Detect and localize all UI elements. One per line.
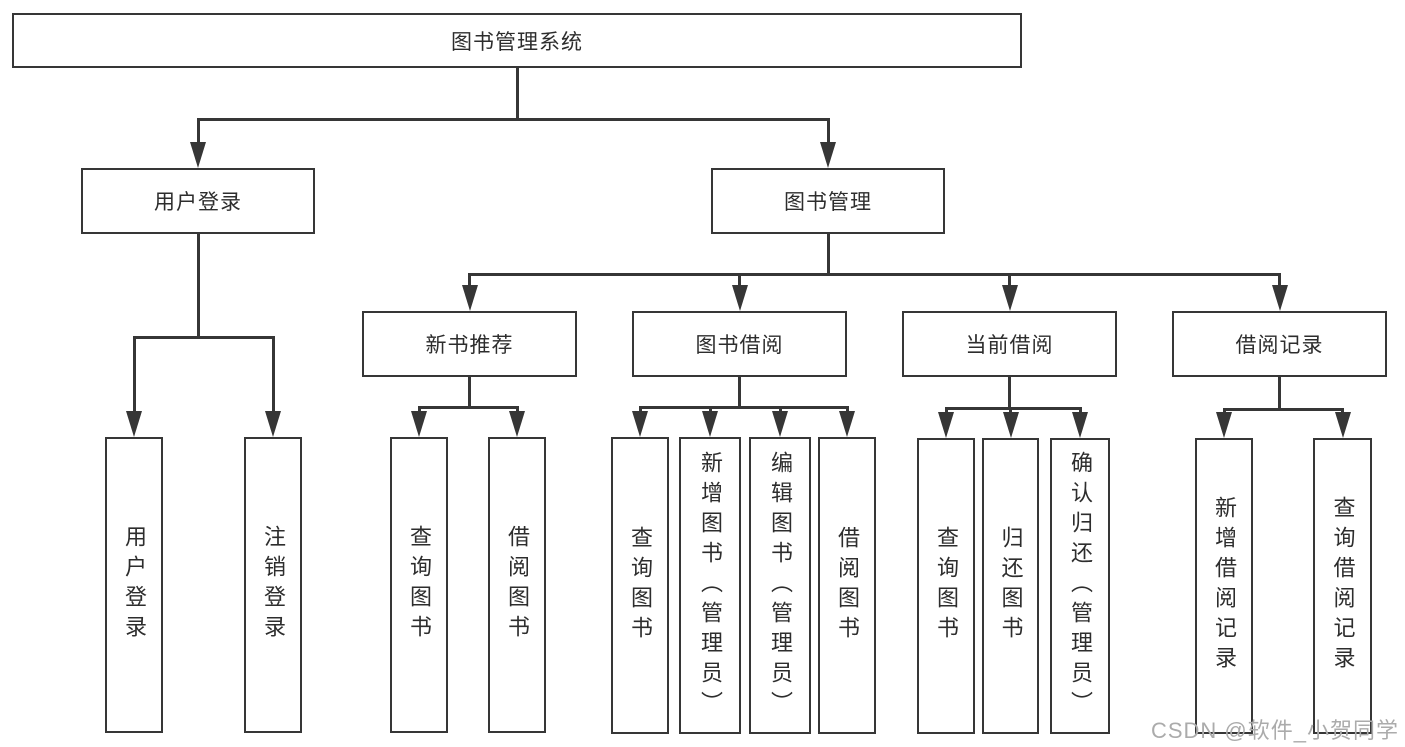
node-label-bb-add: 新增图书（管理员）: [698, 450, 723, 721]
arrowhead-icon-borrow-record: [1271, 285, 1288, 311]
connector-drop-logout: [271, 336, 275, 417]
node-bb-borrow: 借阅图书: [818, 437, 876, 734]
connector-elbow-new-book: [417, 406, 519, 409]
connector-drop-book-borrow: [738, 273, 741, 291]
node-bb-edit: 编辑图书（管理员）: [749, 437, 811, 734]
connector-drop-book-mgmt: [826, 118, 830, 148]
connector-elbow-book-mgmt: [468, 273, 1281, 276]
connector-drop-current-borrow: [1008, 273, 1011, 291]
connector-stem-root: [515, 68, 519, 121]
node-cb-confirm: 确认归还（管理员）: [1050, 438, 1110, 734]
connector-drop-login: [132, 336, 136, 417]
arrowhead-icon-book-borrow: [731, 285, 748, 311]
connector-stem-book-borrow: [738, 377, 741, 409]
node-root: 图书管理系统: [12, 13, 1022, 68]
node-label-nb-query: 查询图书: [407, 525, 432, 645]
csdn-watermark: CSDN @软件_小贺同学: [1150, 718, 1399, 743]
connector-elbow-user-login: [132, 336, 275, 339]
node-label-borrow-record: 借阅记录: [1235, 334, 1324, 357]
node-logout: 注销登录: [244, 437, 302, 733]
connector-stem-borrow-record: [1278, 377, 1281, 411]
node-label-login: 用户登录: [122, 525, 147, 645]
arrowhead-icon-new-book: [461, 285, 478, 311]
arrowhead-icon-nb-borrow: [509, 411, 525, 437]
arrowhead-icon-login: [126, 411, 142, 437]
node-label-nb-borrow: 借阅图书: [505, 525, 530, 645]
node-label-book-borrow: 图书借阅: [695, 334, 784, 357]
connector-stem-user-login: [196, 234, 200, 339]
node-br-add: 新增借阅记录: [1195, 438, 1253, 734]
node-br-query: 查询借阅记录: [1313, 438, 1372, 734]
node-label-bb-borrow: 借阅图书: [835, 525, 860, 646]
arrowhead-icon-cb-query: [938, 412, 954, 438]
arrowhead-icon-br-add: [1216, 412, 1232, 438]
node-login: 用户登录: [105, 437, 163, 733]
arrowhead-icon-bb-borrow: [839, 411, 855, 437]
node-label-cb-query: 查询图书: [934, 526, 959, 646]
node-label-logout: 注销登录: [261, 525, 286, 645]
node-label-cb-confirm: 确认归还（管理员）: [1068, 451, 1093, 721]
connector-elbow-current-borrow: [944, 407, 1082, 410]
node-label-cb-return: 归还图书: [998, 526, 1024, 646]
node-bb-query: 查询图书: [611, 437, 669, 734]
node-label-user-login: 用户登录: [154, 191, 242, 214]
node-label-new-book: 新书推荐: [425, 334, 514, 357]
connector-drop-new-book: [468, 273, 471, 291]
arrowhead-icon-bb-query: [632, 411, 648, 437]
arrowhead-icon-nb-query: [411, 411, 427, 437]
arrowhead-icon-current-borrow: [1001, 285, 1018, 311]
node-label-br-add: 新增借阅记录: [1212, 496, 1237, 676]
connector-stem-book-mgmt: [826, 234, 830, 276]
arrowhead-icon-user-login: [190, 142, 206, 168]
node-book-mgmt: 图书管理: [711, 168, 945, 234]
arrowhead-icon-logout: [265, 411, 281, 437]
node-label-root: 图书管理系统: [451, 30, 583, 54]
node-new-book: 新书推荐: [362, 311, 577, 377]
node-nb-query: 查询图书: [390, 437, 448, 733]
node-bb-add: 新增图书（管理员）: [679, 437, 741, 734]
arrowhead-icon-bb-edit: [772, 411, 788, 437]
arrowhead-icon-br-query: [1334, 412, 1351, 438]
node-label-bb-query: 查询图书: [628, 525, 653, 646]
node-user-login: 用户登录: [81, 168, 315, 234]
connector-elbow-book-borrow: [638, 406, 849, 409]
connector-stem-new-book: [468, 377, 471, 409]
node-cb-return: 归还图书: [982, 438, 1039, 734]
node-book-borrow: 图书借阅: [632, 311, 847, 377]
node-label-current-borrow: 当前借阅: [965, 334, 1054, 357]
arrowhead-icon-book-mgmt: [820, 142, 836, 168]
connector-stem-current-borrow: [1008, 377, 1011, 410]
arrowhead-icon-bb-add: [702, 411, 718, 437]
node-nb-borrow: 借阅图书: [488, 437, 546, 733]
arrowhead-icon-cb-return: [1002, 412, 1019, 438]
arrowhead-icon-cb-confirm: [1072, 412, 1088, 438]
connector-elbow-root: [196, 118, 830, 121]
node-label-br-query: 查询借阅记录: [1330, 496, 1356, 676]
node-current-borrow: 当前借阅: [902, 311, 1117, 377]
connector-drop-user-login: [196, 118, 200, 148]
node-label-book-mgmt: 图书管理: [784, 191, 872, 214]
node-borrow-record: 借阅记录: [1172, 311, 1387, 377]
connector-elbow-borrow-record: [1222, 408, 1344, 411]
node-cb-query: 查询图书: [917, 438, 975, 734]
node-label-bb-edit: 编辑图书（管理员）: [768, 450, 793, 721]
connector-drop-borrow-record: [1278, 273, 1281, 291]
